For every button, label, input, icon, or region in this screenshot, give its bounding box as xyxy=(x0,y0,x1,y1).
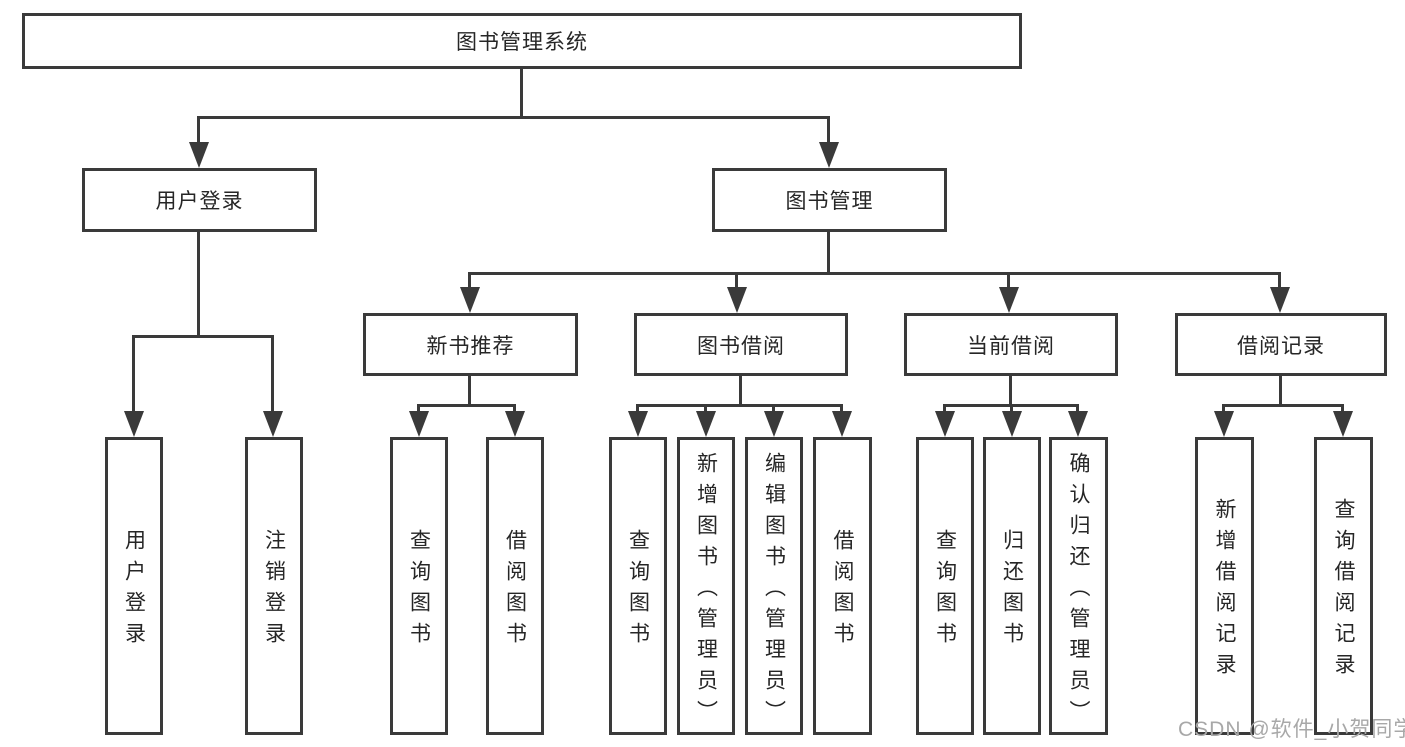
connector-vline xyxy=(1222,404,1225,414)
node-book-management: 图书管理 xyxy=(712,168,947,232)
connector-vline xyxy=(468,376,471,406)
arrow-down-icon xyxy=(1214,411,1234,437)
node-leaf-borrow-book-recommend-label: 借阅图书 xyxy=(503,529,527,653)
node-leaf-borrow-book-recommend: 借阅图书 xyxy=(486,437,544,735)
node-new-book-recommend: 新书推荐 xyxy=(363,313,578,376)
connector-vline xyxy=(840,404,843,414)
arrow-down-icon xyxy=(696,411,716,437)
connector-vline xyxy=(1076,404,1079,414)
node-leaf-return-book: 归还图书 xyxy=(983,437,1041,735)
node-leaf-add-borrow-record-label: 新增借阅记录 xyxy=(1213,498,1237,684)
node-leaf-logout: 注销登录 xyxy=(245,437,303,735)
arrow-down-icon xyxy=(1333,411,1353,437)
connector-vline xyxy=(197,232,200,337)
node-leaf-borrow-book-label: 借阅图书 xyxy=(831,529,855,653)
arrow-down-icon xyxy=(505,411,525,437)
connector-vline xyxy=(417,404,420,414)
node-borrow-record-label: 借阅记录 xyxy=(1237,334,1325,358)
connector-vline xyxy=(1279,376,1282,406)
node-book-borrow: 图书借阅 xyxy=(634,313,848,376)
connector-vline xyxy=(1341,404,1344,414)
node-leaf-edit-book-admin: 编辑图书（管理员） xyxy=(745,437,803,735)
arrow-down-icon xyxy=(409,411,429,437)
connector-hline xyxy=(636,404,843,407)
connector-hline xyxy=(197,116,830,119)
connector-vline xyxy=(943,404,946,414)
watermark: CSDN @软件_小贺同学 xyxy=(1178,718,1405,741)
node-leaf-add-book-admin-label: 新增图书（管理员） xyxy=(694,451,718,731)
arrow-down-icon xyxy=(263,411,283,437)
node-leaf-query-book-borrow-label: 查询图书 xyxy=(626,529,650,653)
arrow-down-icon xyxy=(935,411,955,437)
node-leaf-confirm-return-admin: 确认归还（管理员） xyxy=(1049,437,1108,735)
connector-vline xyxy=(197,116,200,145)
connector-vline xyxy=(1009,376,1012,406)
connector-vline xyxy=(636,404,639,414)
node-root-label: 图书管理系统 xyxy=(456,31,588,54)
arrow-down-icon xyxy=(124,411,144,437)
node-leaf-query-book-recommend-label: 查询图书 xyxy=(407,529,431,653)
connector-vline xyxy=(772,404,775,414)
connector-vline xyxy=(1278,272,1281,290)
connector-hline xyxy=(132,335,274,338)
node-leaf-query-book-current: 查询图书 xyxy=(916,437,974,735)
node-leaf-confirm-return-admin-label: 确认归还（管理员） xyxy=(1067,451,1091,731)
node-leaf-query-book-borrow: 查询图书 xyxy=(609,437,667,735)
node-leaf-query-book-current-label: 查询图书 xyxy=(933,529,957,653)
connector-vline xyxy=(513,404,516,414)
connector-vline xyxy=(468,272,471,290)
connector-vline xyxy=(827,232,830,274)
node-leaf-query-borrow-record: 查询借阅记录 xyxy=(1314,437,1373,735)
node-book-borrow-label: 图书借阅 xyxy=(697,334,785,358)
connector-vline xyxy=(520,69,523,117)
arrow-down-icon xyxy=(460,287,480,313)
node-current-borrow-label: 当前借阅 xyxy=(967,334,1055,358)
node-borrow-record: 借阅记录 xyxy=(1175,313,1387,376)
node-leaf-user-login-label: 用户登录 xyxy=(122,529,146,653)
node-leaf-edit-book-admin-label: 编辑图书（管理员） xyxy=(762,451,786,731)
connector-vline xyxy=(132,335,135,414)
node-new-book-recommend-label: 新书推荐 xyxy=(426,334,515,358)
node-leaf-borrow-book: 借阅图书 xyxy=(813,437,872,735)
arrow-down-icon xyxy=(764,411,784,437)
connector-hline xyxy=(468,272,1281,275)
node-current-borrow: 当前借阅 xyxy=(904,313,1118,376)
node-leaf-return-book-label: 归还图书 xyxy=(1000,529,1024,653)
arrow-down-icon xyxy=(1002,411,1022,437)
node-leaf-query-book-recommend: 查询图书 xyxy=(390,437,448,735)
node-leaf-add-borrow-record: 新增借阅记录 xyxy=(1195,437,1254,735)
connector-vline xyxy=(735,272,738,290)
connector-hline xyxy=(1222,404,1344,407)
connector-vline xyxy=(1010,404,1013,414)
arrow-down-icon xyxy=(1068,411,1088,437)
arrow-down-icon xyxy=(189,142,209,168)
arrow-down-icon xyxy=(727,287,747,313)
arrow-down-icon xyxy=(1270,287,1290,313)
node-user-login-label: 用户登录 xyxy=(155,190,244,213)
arrow-down-icon xyxy=(628,411,648,437)
connector-vline xyxy=(739,376,742,406)
connector-vline xyxy=(1007,272,1010,290)
node-leaf-logout-label: 注销登录 xyxy=(262,529,286,653)
connector-vline xyxy=(704,404,707,414)
connector-hline xyxy=(943,404,1079,407)
arrow-down-icon xyxy=(819,142,839,168)
node-leaf-query-borrow-record-label: 查询借阅记录 xyxy=(1332,498,1356,684)
arrow-down-icon xyxy=(999,287,1019,313)
connector-hline xyxy=(417,404,516,407)
node-leaf-user-login: 用户登录 xyxy=(105,437,163,735)
arrow-down-icon xyxy=(832,411,852,437)
node-root: 图书管理系统 xyxy=(22,13,1022,69)
node-user-login: 用户登录 xyxy=(82,168,317,232)
node-book-management-label: 图书管理 xyxy=(785,190,874,213)
connector-vline xyxy=(827,116,830,145)
node-leaf-add-book-admin: 新增图书（管理员） xyxy=(677,437,735,735)
connector-vline xyxy=(271,335,274,414)
